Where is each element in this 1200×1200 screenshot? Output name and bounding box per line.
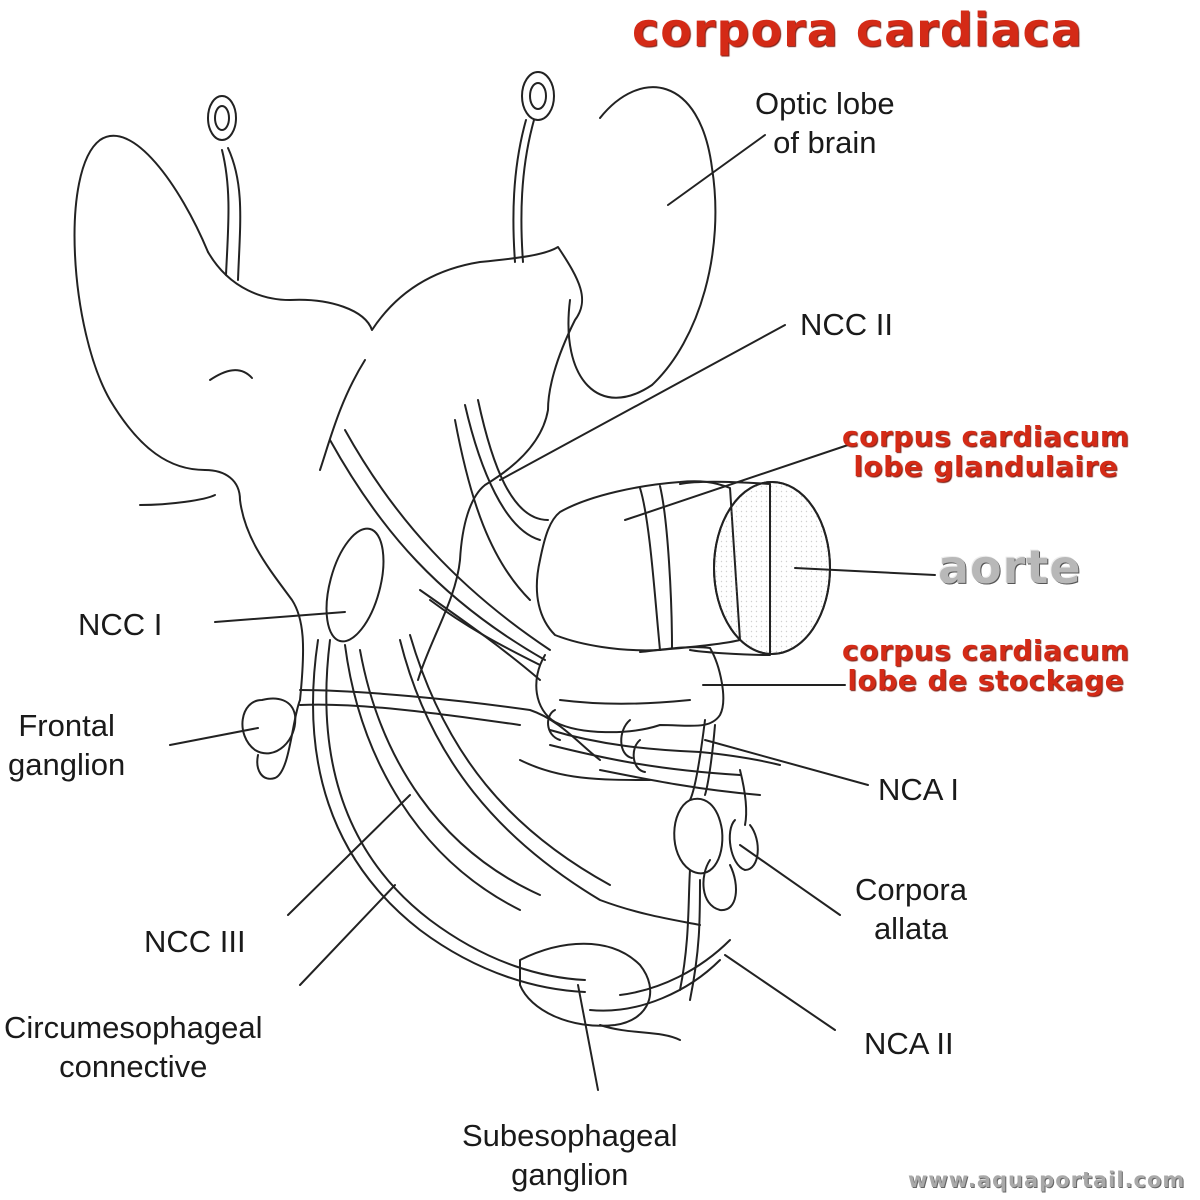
leader-subesophageal — [577, 984, 599, 1091]
optic-lobe-right — [567, 86, 717, 399]
leader-circumesophageal — [299, 884, 396, 986]
brain-outline — [207, 246, 584, 681]
ncc-nerve-bundle — [329, 439, 546, 661]
label-ncc-iii: NCC III — [144, 924, 246, 959]
leader-nca-ii — [724, 954, 836, 1031]
label-circumesophageal-connective: Circumesophageal connective — [4, 1010, 263, 1084]
leader-aorte — [794, 567, 936, 576]
label-ncc-i: NCC I — [78, 607, 163, 642]
ocellus-right — [521, 71, 555, 121]
diagram-title: corpora cardiaca — [632, 3, 1083, 57]
leader-glandular — [624, 444, 849, 521]
circumesophageal-connective — [312, 639, 586, 993]
label-subesophageal-ganglion: Subesophageal ganglion — [462, 1118, 678, 1192]
annotation-aorte: aorte — [938, 540, 1082, 594]
frontal-ganglion-shape — [241, 697, 297, 755]
watermark: www.aquaportail.com — [908, 1168, 1186, 1192]
leader-ncc-ii — [499, 324, 786, 481]
label-optic-lobe: Optic lobe of brain — [755, 86, 895, 160]
glandular-lobe-shape — [535, 480, 741, 652]
ocellus-left — [207, 95, 237, 141]
label-corpora-allata: Corpora allata — [855, 872, 967, 946]
ocellus-stalk-right — [520, 119, 535, 263]
label-frontal-ganglion: Frontal ganglion — [8, 708, 126, 782]
optic-lobe-left — [73, 134, 209, 471]
label-nca-ii: NCA II — [864, 1026, 954, 1061]
leader-frontal — [169, 727, 259, 746]
corpora-allata-shape — [673, 797, 724, 875]
ncc-iii-nerve — [399, 639, 701, 926]
nca-nerve — [549, 729, 781, 766]
annotation-storage-lobe: corpus cardiacum lobe de stockage — [842, 634, 1130, 697]
storage-lobe-shape — [535, 646, 725, 734]
ocellus-stalk-left — [227, 147, 242, 281]
leader-ncc-iii — [287, 794, 411, 916]
label-nca-i: NCA I — [878, 772, 959, 807]
leader-nca-i — [704, 739, 869, 786]
leader-corpora-allata — [739, 844, 841, 916]
leader-ncc-i — [214, 611, 346, 623]
annotation-glandular-lobe: corpus cardiacum lobe glandulaire — [842, 420, 1130, 483]
leader-optic-lobe — [667, 134, 766, 206]
label-ncc-ii: NCC II — [800, 307, 893, 342]
subesophageal-ganglion-shape — [519, 942, 652, 1027]
frontal-connective-loop — [325, 527, 385, 643]
